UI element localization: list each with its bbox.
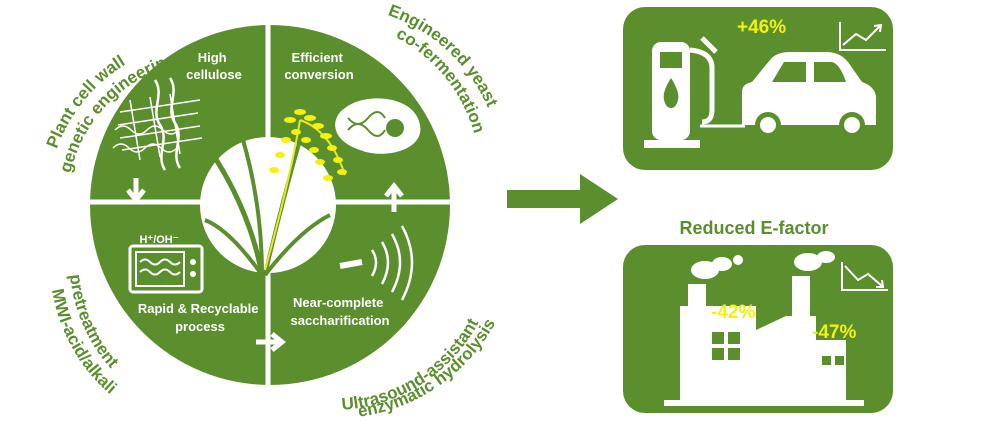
arrow-right-icon <box>256 332 287 352</box>
process-wheel: High cellulose Efficient conversion H⁺/O… <box>90 25 450 385</box>
arrow-down-icon <box>126 178 146 205</box>
microwave-caption: H⁺/OH⁻ <box>139 234 178 246</box>
quadrant-near-complete: Near-complete saccharification <box>291 295 390 328</box>
fuel-panel: +46% <box>623 7 893 170</box>
fuel-pump-icon <box>644 36 718 148</box>
quadrant-rapid-recyclable: Rapid & Recyclable process <box>138 301 262 334</box>
center-hub <box>200 137 336 273</box>
efactor-title: Reduced E-factor <box>679 218 828 238</box>
ultrasound-icon <box>339 225 414 301</box>
trend-up-icon <box>839 22 886 51</box>
fuel-increase-value: +46% <box>737 17 786 38</box>
quadrant-high-cellulose: High cellulose <box>186 50 242 82</box>
arrow-up-icon <box>384 181 404 212</box>
yeast-cell-icon <box>335 98 421 154</box>
rice-plant-icon <box>204 109 347 277</box>
efactor-value-right: -47% <box>812 322 856 343</box>
factory-icon <box>664 276 864 406</box>
car-icon <box>742 52 876 138</box>
cell-wall-fiber-icon <box>112 77 203 171</box>
microwave-icon <box>128 244 204 294</box>
efactor-panel: -42% -47% <box>623 245 893 413</box>
smoke-icon <box>691 251 835 279</box>
trend-down-icon <box>841 262 888 291</box>
efactor-value-left: -42% <box>711 302 755 323</box>
flow-arrow-icon <box>507 174 618 224</box>
quadrant-efficient-conversion: Efficient conversion <box>284 50 353 82</box>
